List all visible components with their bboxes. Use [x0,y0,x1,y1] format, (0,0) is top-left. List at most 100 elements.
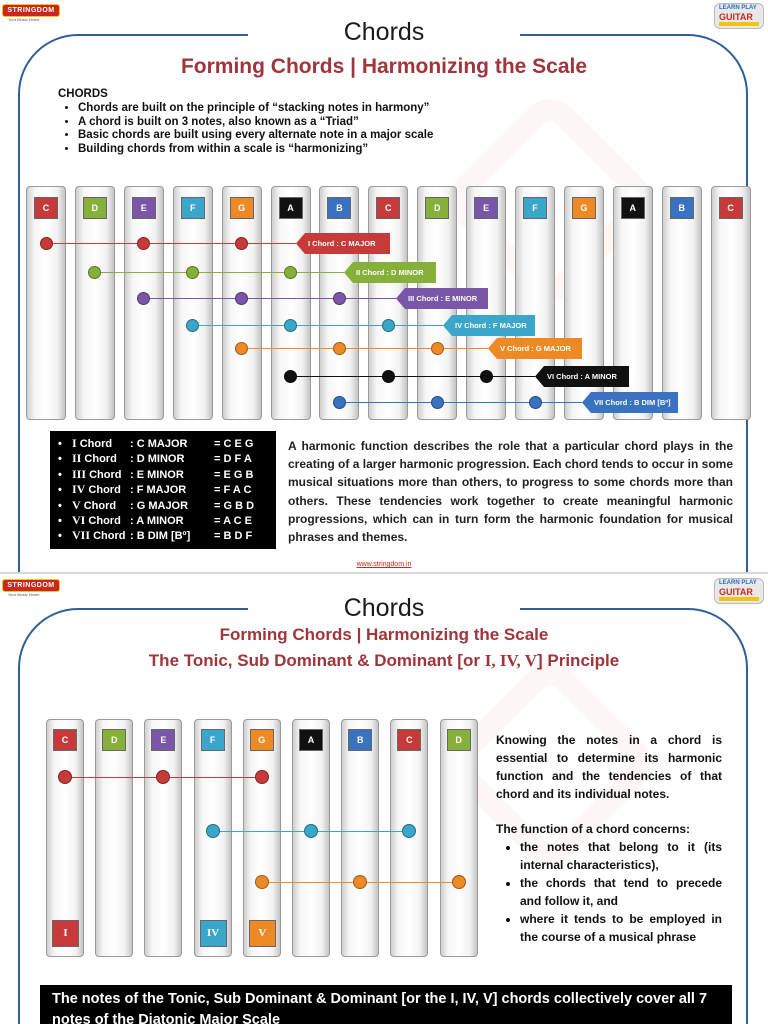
legend-row: •VII Chord: B DIM [Bº]= B D F [56,528,276,543]
key-column [710,186,751,420]
chord-label: II Chord : D MINOR [344,262,436,283]
chord-connector-line [339,402,582,403]
note-tile-g: G [229,197,254,219]
key-column [242,719,281,957]
legend-notes: = C E G [214,438,254,450]
key-column [661,186,702,420]
legend-bullet: • [58,453,62,466]
legend-chord-name: III Chord [72,467,130,483]
key-column [341,719,380,957]
legend-roman: VII [72,528,91,543]
note-dot [186,318,200,332]
legend-notes: = G B D [214,499,255,512]
note-dot [137,236,151,250]
legend-row: • IV Chord: F MAJOR = F A C [56,482,276,497]
note-dot [137,291,151,305]
legend-chord-name: II Chord [72,451,130,467]
note-dot [430,395,444,409]
chord-label: VII Chord : B DIM [Bº] [582,392,678,413]
legend-notes: = D F A [214,453,252,466]
key-column [390,719,429,957]
note-dot [235,291,249,305]
note-dot [381,369,395,383]
learn-play-guitar-logo: LEARN PLAY GUITAR [714,578,764,604]
bullets-heading: CHORDS [58,88,108,100]
chord-label: IV Chord : F MAJOR [443,315,535,336]
legend-chord-name: IV Chord [72,482,130,498]
legend-bullet: • [58,484,62,497]
key-column [193,719,232,957]
chord-legend: •I Chord: C MAJOR= C E G•II Chord: D MIN… [50,431,276,549]
legend-row: •VI Chord: A MINOR= A C E [56,513,276,528]
legend-row: •V Chord: G MAJOR= G B D [56,498,276,513]
note-dot [381,318,395,332]
key-column [95,719,134,957]
chord-connector-line [46,243,296,244]
intro-paragraph: Knowing the notes in a chord is essentia… [496,733,722,801]
legend-notes: = A C E [214,514,253,527]
note-dot [304,824,318,838]
note-tile-g: G [249,729,274,751]
principle-subtitle: The Tonic, Sub Dominant & Dominant [or I… [148,651,620,670]
legend-quality: : A MINOR [130,514,184,527]
bullet-item: Basic chords are built using every alter… [78,129,433,141]
legend-notes: = B D F [214,530,253,543]
note-dot [235,341,249,355]
chords-bullet-list: CHORDS Chords are built on the principle… [58,88,433,156]
legend-notes: = F A C [214,484,252,497]
footer-url[interactable]: www.stringdom.in [356,561,412,568]
note-tile-g: G [571,197,596,219]
legend-quality: : C MAJOR [130,438,188,450]
bullet-item: A chord is built on 3 notes, also known … [78,116,433,128]
chord-connector-line [94,272,344,273]
chord-connector-line [192,325,443,326]
note-dot [58,770,72,784]
legend-word: Chord [88,484,121,497]
note-tile-f: F [200,729,225,751]
note-tile-a: A [299,729,323,751]
note-tile-c: C [34,197,58,219]
chord-label: I Chord : C MAJOR [296,233,390,254]
legend-quality: : F MAJOR [130,484,187,497]
note-dot [88,265,102,279]
legend-roman: VI [72,512,86,527]
chord-label: III Chord : E MINOR [396,288,488,309]
chord-label: VI Chord : A MINOR [535,366,629,387]
roman-numeral-tile: IV [199,920,227,947]
note-tile-e: E [474,197,499,219]
note-dot [430,341,444,355]
note-dot [254,770,269,784]
slide-tonic-subdominant-dominant: STRINGDOM Your Music Home LEARN PLAY GUI… [0,574,768,1024]
chord-function-text: Knowing the notes in a chord is essentia… [496,731,722,946]
function-heading: The function of a chord concerns: [496,822,691,836]
key-column [144,719,183,957]
note-dot [156,770,171,784]
function-bullet: where it tends to be employed in the cou… [520,910,722,946]
note-dot [528,395,542,409]
key-column [74,186,115,420]
legend-chord-name: VI Chord [72,513,130,529]
roman-numeral-tile: I [52,920,79,947]
legend-quality: : B DIM [Bº] [130,530,191,543]
note-tile-d: D [425,197,450,219]
legend-bullet: • [58,468,62,481]
legend-word: Chord [93,530,126,543]
note-tile-c: C [376,197,401,219]
note-tile-c: C [397,729,422,751]
note-tile-d: D [82,197,107,219]
legend-row: •III Chord: E MINOR= E G B [56,467,276,482]
legend-word: Chord [84,453,117,466]
stringdom-logo: STRINGDOM Your Music Home [2,579,60,599]
note-dot [332,341,346,355]
note-dot [235,236,249,250]
note-dot [254,875,269,889]
note-dot [205,824,220,838]
legend-bullet: • [58,438,62,450]
legend-word: Chord [88,514,121,527]
key-column [26,186,66,420]
legend-quality: : D MINOR [130,453,185,466]
page-subtitle: Forming Chords | Harmonizing the Scale [219,625,549,644]
note-dot [332,395,346,409]
